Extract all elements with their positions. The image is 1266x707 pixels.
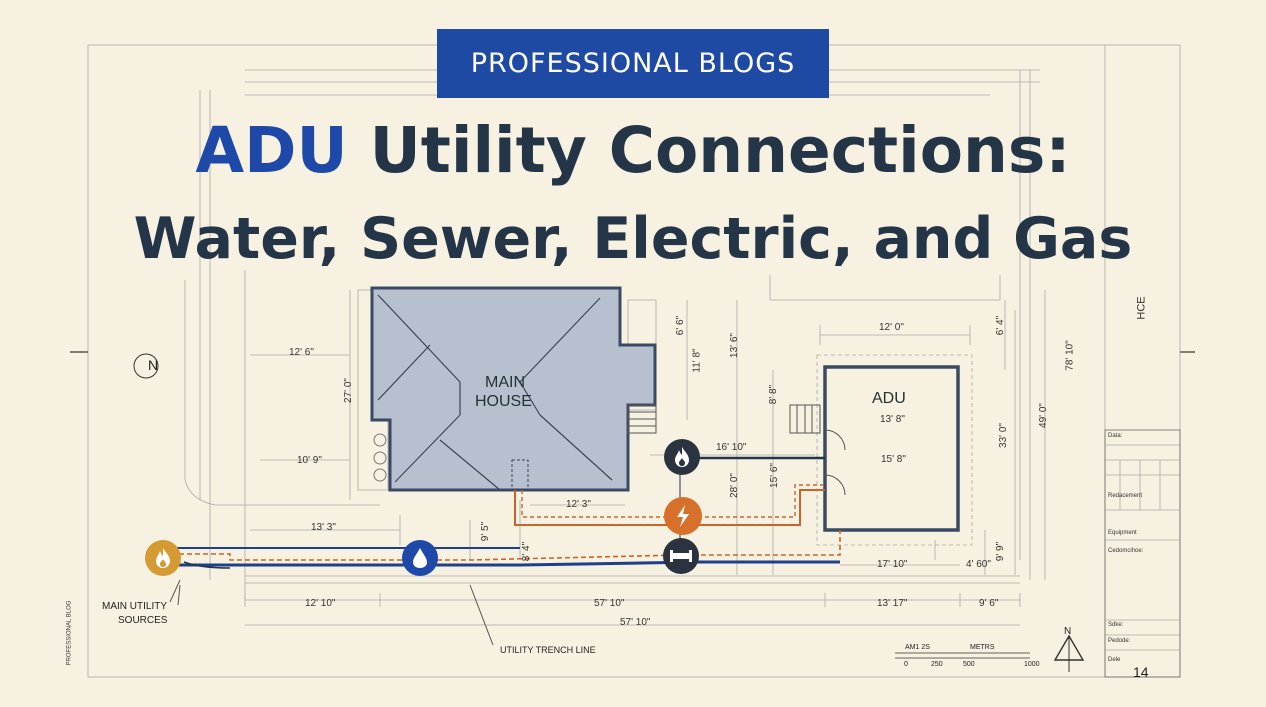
dimension-label: 12' 0" xyxy=(879,322,904,333)
dimension-label: 17' 10" xyxy=(877,559,908,570)
scale-tick: 1000 xyxy=(1024,661,1040,668)
dimension-label: 12' 3" xyxy=(566,499,591,510)
adu-footprint xyxy=(789,365,960,532)
headline-line-2: Water, Sewer, Electric, and Gas xyxy=(133,206,1133,272)
category-badge[interactable]: PROFESSIONAL BLOGS xyxy=(437,29,829,98)
north-arrow-right: N xyxy=(1064,626,1072,637)
scale-left-label: AM1 2S xyxy=(905,644,930,651)
dimension-label: 33' 0" xyxy=(997,423,1009,448)
water-drop-icon xyxy=(402,540,438,576)
headline-line-1-rest: Utility Connections: xyxy=(369,114,1071,187)
dimension-label: 12' 6" xyxy=(289,347,314,358)
headline-line-1: ADU Utility Connections: xyxy=(0,112,1266,190)
main-sources-label-2: SOURCES xyxy=(118,615,168,626)
scale-tick: 250 xyxy=(931,661,943,668)
title-block-row: Pedode: xyxy=(1108,638,1131,644)
electric-bolt-icon xyxy=(664,497,702,535)
gas-flame-icon xyxy=(664,439,700,475)
dimension-label: 4' 60" xyxy=(966,559,991,570)
dimension-label: 8' 8" xyxy=(768,384,780,405)
trench-line-label: UTILITY TRENCH LINE xyxy=(500,645,596,655)
gas-flame-icon xyxy=(145,540,181,576)
dimension-label: 57' 10" xyxy=(594,598,625,609)
vertical-blog-label: PROFESSIONAL BLOG xyxy=(66,600,73,666)
dimension-label: 6' 4" xyxy=(995,315,1007,336)
scale-tick: 0 xyxy=(904,661,908,668)
dimension-label: 28' 0" xyxy=(728,473,740,498)
adu-label: ADU xyxy=(872,390,906,407)
dimension-label: 10' 9" xyxy=(297,455,322,466)
dimension-label: 13' 8" xyxy=(880,414,905,425)
headline-accent: ADU xyxy=(195,114,348,187)
dimension-label: 78' 10" xyxy=(1064,340,1076,371)
title-block-row: Data: xyxy=(1108,433,1123,439)
dimension-label: 13' 3" xyxy=(311,522,336,533)
north-arrow-left: N xyxy=(148,357,159,373)
dimension-label: 9' 5" xyxy=(480,521,492,542)
dimension-label: 12' 10" xyxy=(305,598,336,609)
dimension-label: 13' 17" xyxy=(877,598,908,609)
dimension-label: 11' 8" xyxy=(691,348,703,373)
scale-tick: 500 xyxy=(963,661,975,668)
title-block-row: Cedomcihoe: xyxy=(1108,548,1144,554)
main-house-footprint xyxy=(370,286,657,492)
dimension-label: 15' 6" xyxy=(768,463,780,488)
title-block-row: Sdke: xyxy=(1108,622,1124,628)
dimension-label: 8' 4" xyxy=(521,541,533,562)
title-block-row: Equipment xyxy=(1108,530,1137,536)
dimension-label: 13' 6" xyxy=(728,333,740,358)
title-block-row: Redacement xyxy=(1108,493,1143,499)
dimension-label: 9' 6" xyxy=(979,598,999,609)
dimension-label: 6' 6" xyxy=(675,315,687,336)
main-sources-label: MAIN UTILITY xyxy=(102,601,168,612)
main-house-label-1: MAIN xyxy=(485,374,525,391)
dimension-label: 27' 0" xyxy=(342,378,354,403)
dimension-label: 16' 10" xyxy=(716,442,747,453)
sheet-number: 14 xyxy=(1133,664,1149,680)
sewer-pipe-icon xyxy=(663,538,699,574)
dimension-label: 15' 8" xyxy=(881,454,906,465)
main-house-label-2: HOUSE xyxy=(475,393,532,410)
hce-label: HCE xyxy=(1135,296,1148,320)
dimension-label: 57' 10" xyxy=(620,617,651,628)
dimension-label: 49' 0" xyxy=(1037,403,1049,428)
scale-right-label: METRS xyxy=(970,644,995,651)
dimension-label: 9' 9" xyxy=(995,541,1007,562)
title-block-row: Dele xyxy=(1108,657,1121,663)
